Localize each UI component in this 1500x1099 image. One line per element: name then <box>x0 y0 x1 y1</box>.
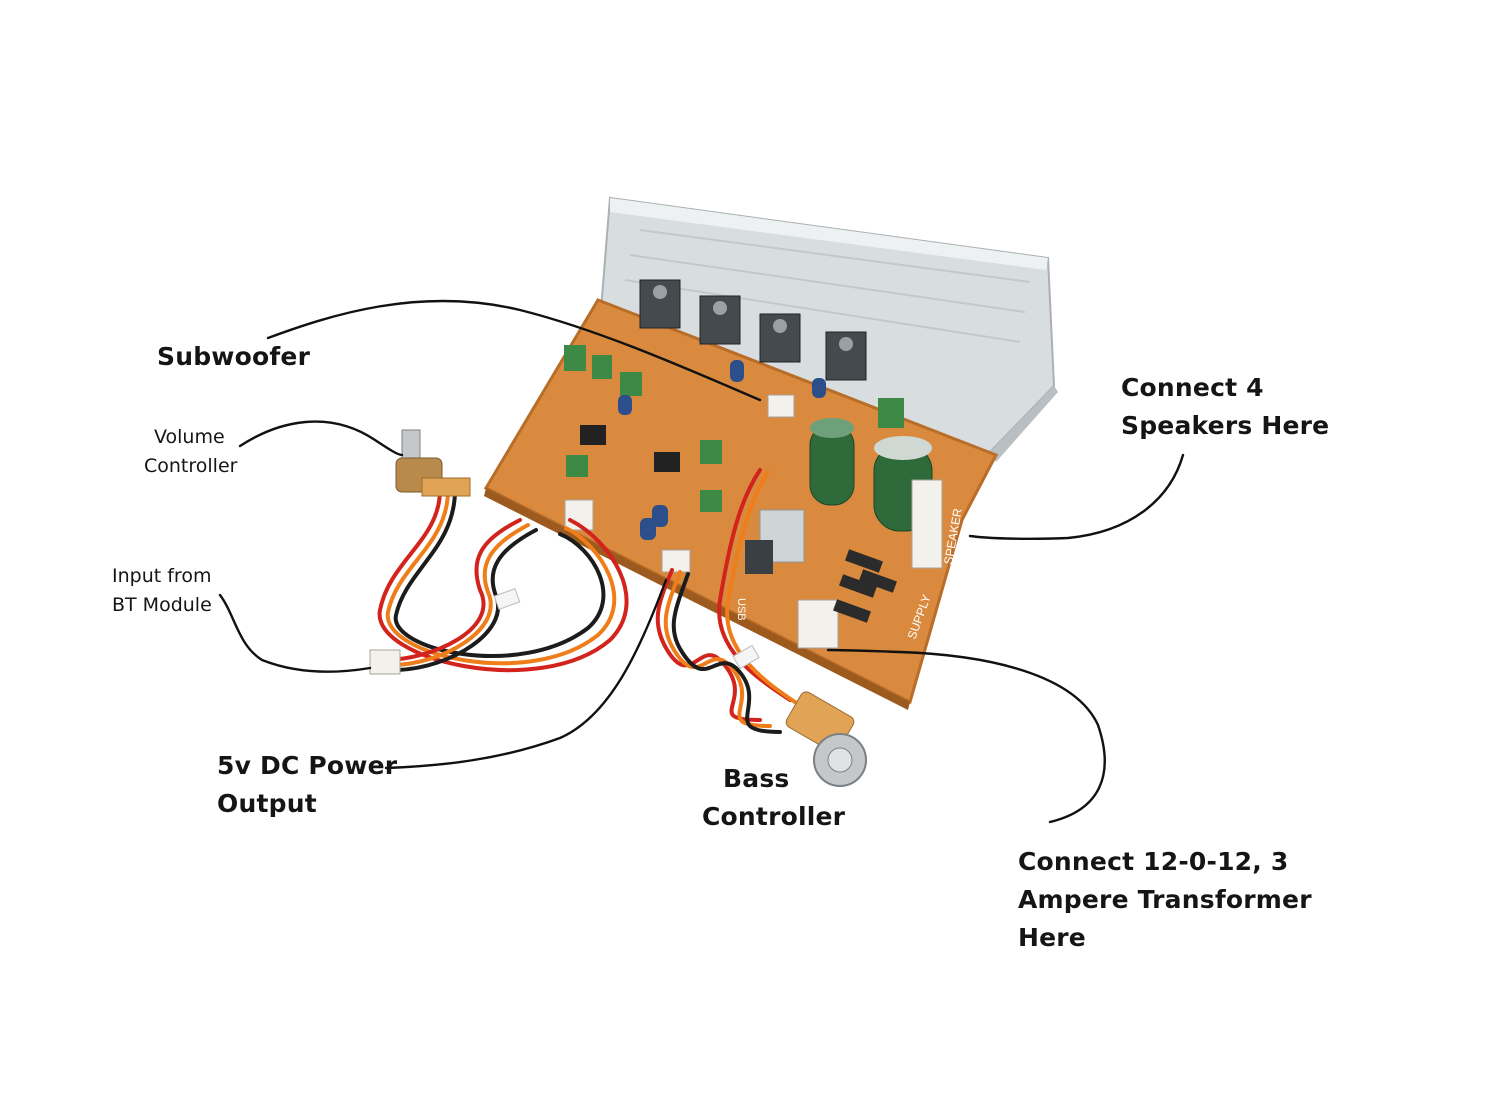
power-output-label: 5v DC Power Output <box>217 747 397 823</box>
transistor-icon <box>639 279 867 381</box>
bass-potentiometer-icon <box>785 691 867 787</box>
transformer-label: Connect 12-0-12, 3 Ampere Transformer He… <box>1018 843 1312 957</box>
speakers-label: Connect 4 Speakers Here <box>1121 369 1329 445</box>
label-line: Here <box>1018 923 1086 952</box>
capacitor-icon <box>809 418 933 532</box>
label-line: 5v DC Power <box>217 751 398 780</box>
subwoofer-label: Subwoofer <box>157 338 310 376</box>
label-line: Controller <box>144 455 238 477</box>
label-line: Controller <box>702 802 846 831</box>
volume-potentiometer-icon <box>395 429 471 497</box>
label-line: Bass <box>723 764 790 793</box>
label-line: Connect 4 <box>1121 373 1264 402</box>
label-line: Subwoofer <box>157 342 311 371</box>
transformer-leader <box>826 648 1106 824</box>
subwoofer-leader <box>266 299 762 402</box>
input-bt-label: Input from BT Module <box>112 562 212 620</box>
power-output-leader <box>384 578 668 770</box>
connector-icon <box>369 588 760 675</box>
label-line: Ampere Transformer <box>1018 885 1312 914</box>
volume-controller-label: Volume Controller <box>144 423 237 481</box>
usb-marking: USB <box>735 598 747 621</box>
bass-wire-harness <box>655 468 800 734</box>
label-line: BT Module <box>112 594 212 616</box>
speakers-leader <box>968 453 1185 541</box>
label-line: Input from <box>112 565 212 587</box>
input-bt-leader <box>218 593 372 673</box>
label-line: Speakers Here <box>1121 411 1330 440</box>
label-line: Output <box>217 789 317 818</box>
bass-controller-label: Bass Controller <box>702 760 845 836</box>
volume-wire-harness <box>377 488 629 672</box>
small-components <box>564 345 943 649</box>
label-line: Volume <box>154 426 225 448</box>
volume-leader <box>238 420 404 457</box>
pcb-board <box>483 298 999 710</box>
leader-lines <box>218 299 1185 824</box>
heatsink <box>598 196 1058 462</box>
label-line: Connect 12-0-12, 3 <box>1018 847 1289 876</box>
